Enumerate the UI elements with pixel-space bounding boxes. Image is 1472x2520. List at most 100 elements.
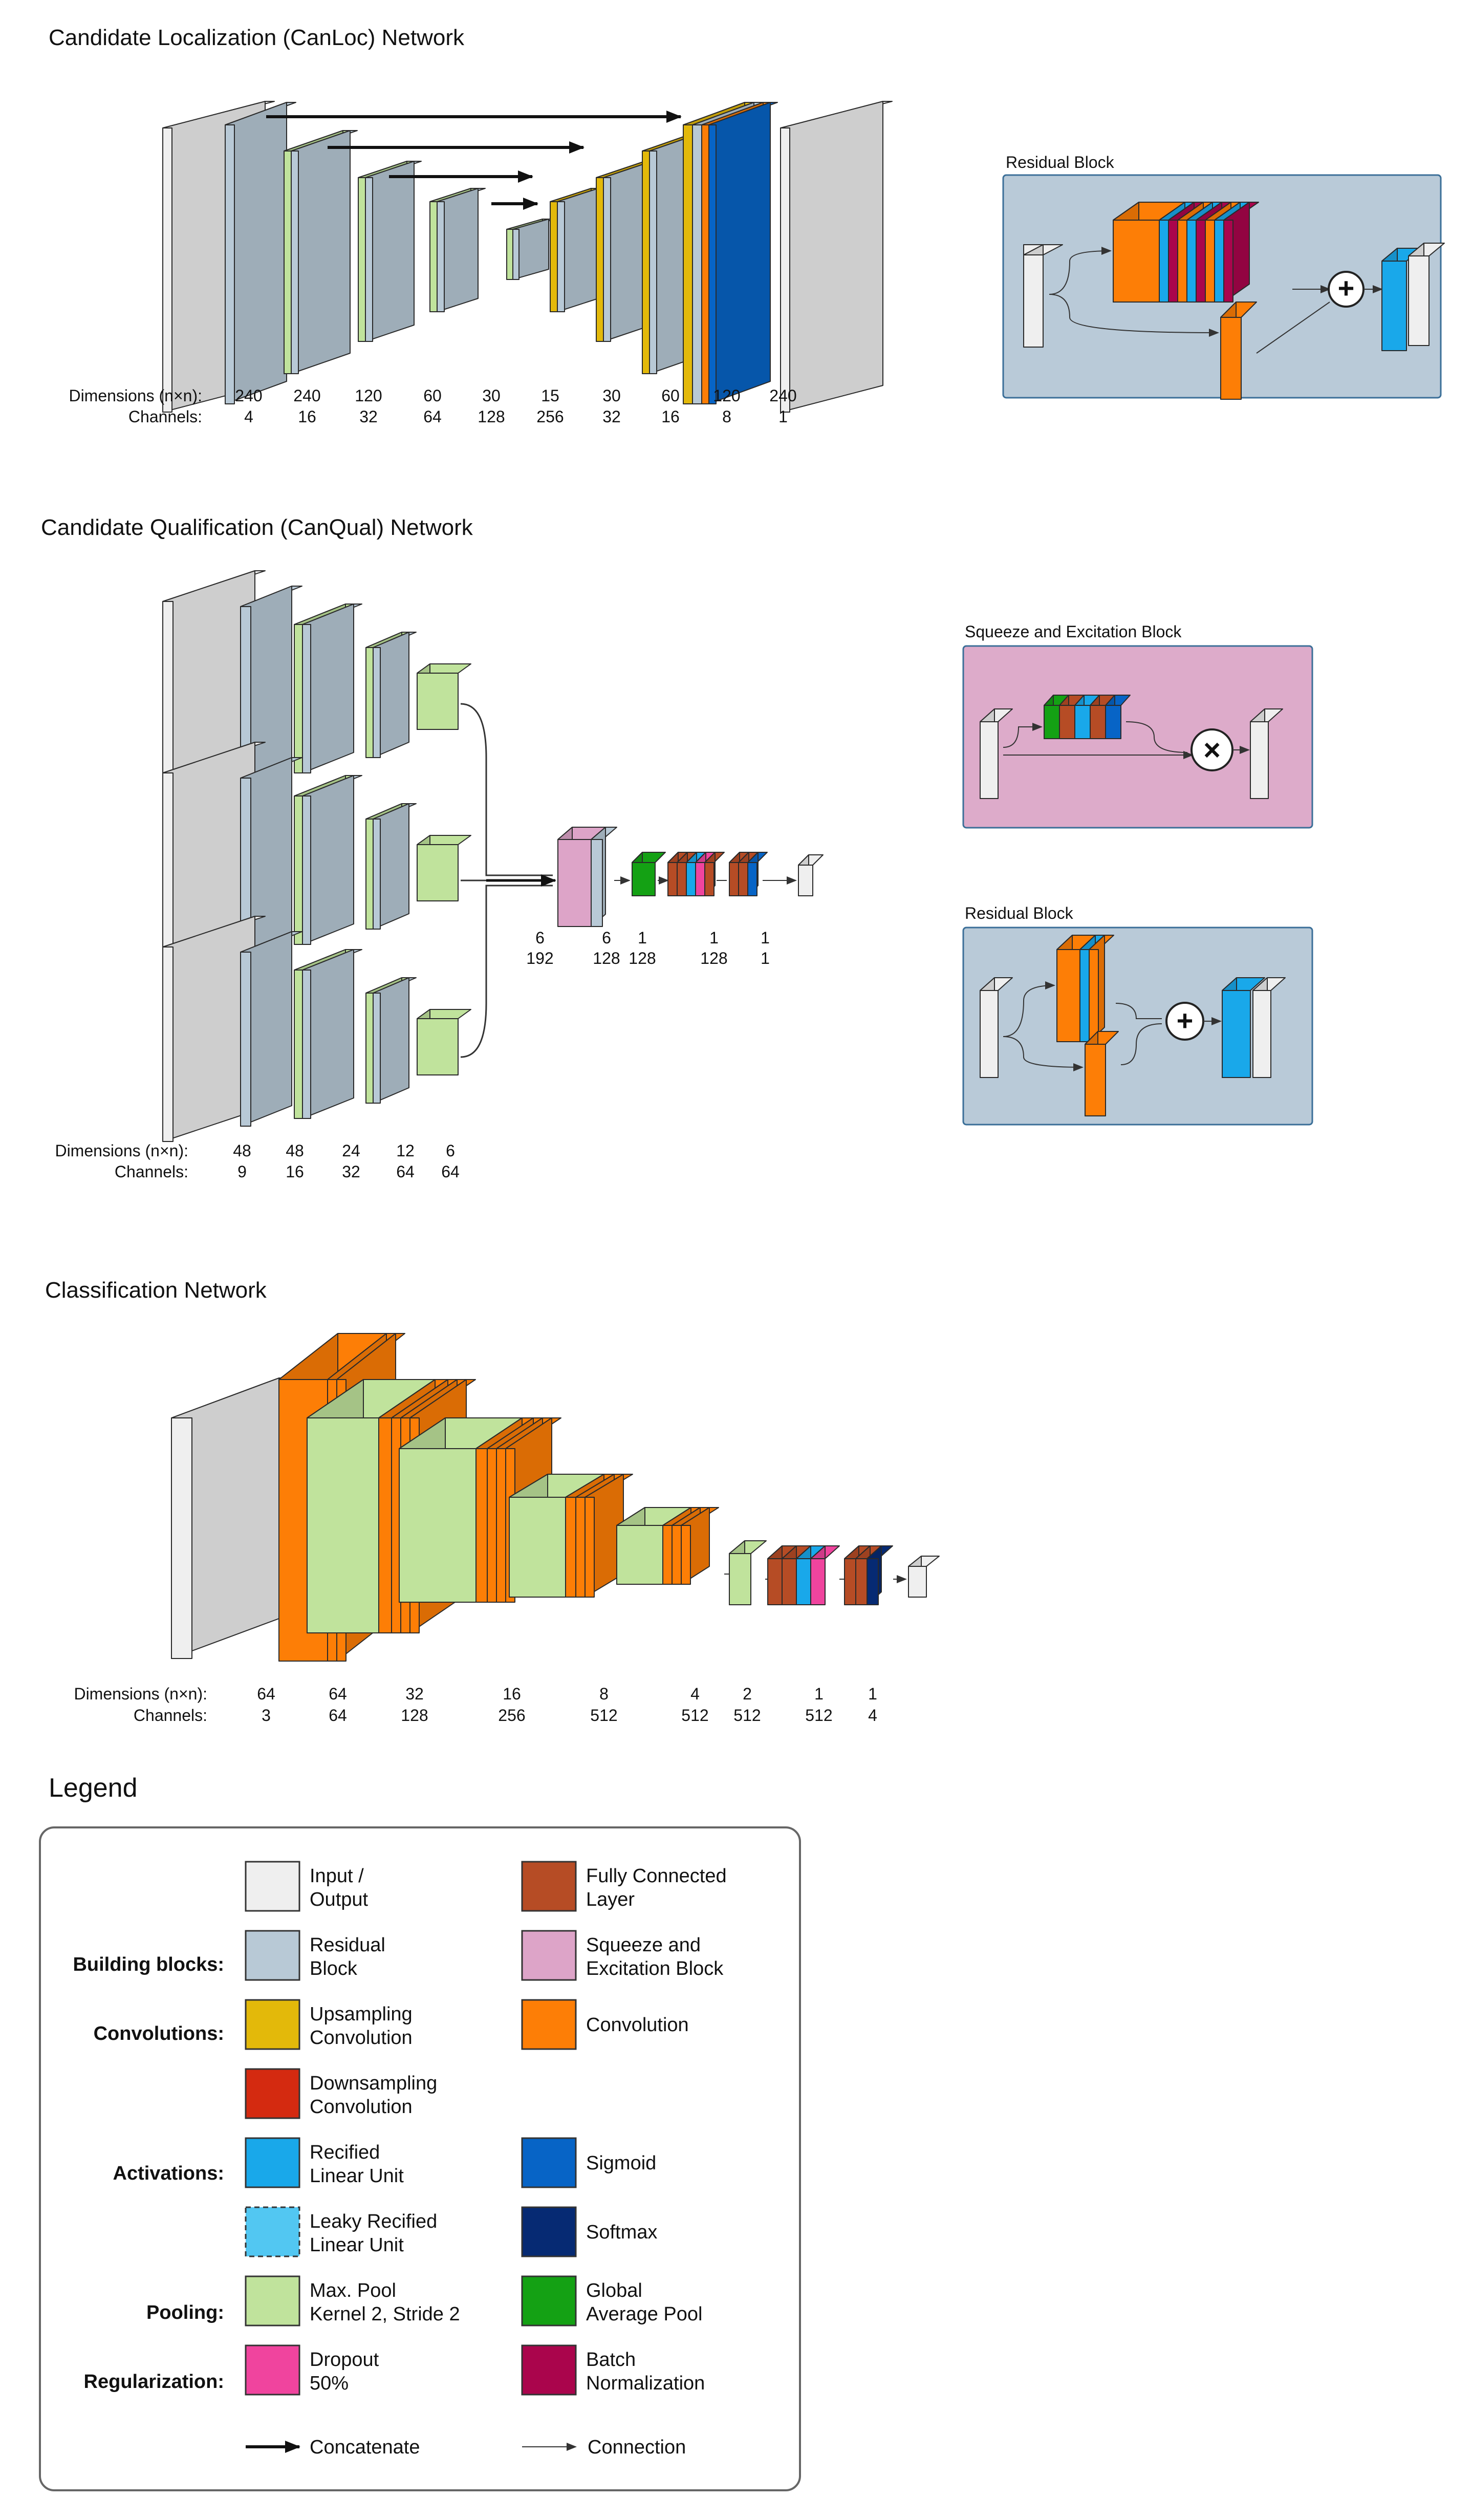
legend-label-leaky-relu: Leaky Recified — [310, 2211, 437, 2232]
canqual-head-channel-value: 192 — [526, 949, 553, 967]
canqual-branch-2-residual-1 — [302, 775, 362, 945]
canloc-channel-value: 16 — [661, 407, 680, 426]
canqual-channel-value: 32 — [342, 1162, 360, 1181]
canloc-dim-value: 30 — [602, 386, 621, 405]
res-main-conv-block — [1113, 202, 1185, 303]
canloc-residual-after-pool-2 — [365, 161, 422, 342]
legend-swatch-input-output — [245, 1861, 300, 1912]
se-output-block — [1250, 708, 1283, 799]
classif-channel-value: 256 — [498, 1706, 525, 1725]
se-block-diagram: × — [980, 695, 1283, 799]
cq-res-input-block — [980, 977, 1013, 1078]
cq-res-shortcut-path — [1003, 1036, 1084, 1071]
canqual-head-dim-value: 1 — [638, 929, 647, 947]
canqual-channel-value: 64 — [441, 1162, 460, 1181]
canloc-dim-value: 240 — [293, 386, 320, 405]
canloc-channel-value: 8 — [722, 407, 731, 426]
legend-label-batch-norm: Batch — [586, 2349, 636, 2371]
classif-dim-value: 64 — [329, 1685, 347, 1703]
classif-maxpool-block-2 — [307, 1379, 436, 1633]
legend-label-downsampling: Downsampling — [310, 2073, 437, 2094]
canqual-fc-stack-2-1 — [738, 852, 759, 896]
canloc-residual-title: Residual Block — [1006, 153, 1115, 171]
classif-maxpool-block-4 — [509, 1474, 604, 1598]
classif-dim-value: 1 — [868, 1685, 877, 1703]
se-top-path — [1003, 723, 1043, 748]
classif-dim-value: 2 — [743, 1685, 752, 1703]
se-layer-0 — [1044, 695, 1069, 739]
canloc-dim-value: 15 — [541, 386, 559, 405]
canloc-channel-value: 32 — [602, 407, 621, 426]
canloc-residual-after-pool-1 — [291, 130, 358, 374]
legend-label-convolution: Convolution — [586, 2014, 689, 2036]
canqual-fc-stack-1-0 — [667, 852, 688, 896]
legend-label-sigmoid: Sigmoid — [586, 2152, 656, 2174]
se-layer-2 — [1074, 695, 1100, 739]
legend-category-building: Building blocks: — [73, 1954, 224, 1975]
se-multiply-icon: × — [1190, 728, 1233, 771]
cq-res-main-path — [1003, 981, 1055, 1037]
classif-dim-value: 16 — [503, 1685, 521, 1703]
canloc-dim-value: 120 — [713, 386, 740, 405]
res-relu-block — [1381, 248, 1422, 351]
classif-fc-stack-1-1 — [782, 1545, 811, 1605]
canqual-channels-label: Channels: — [115, 1162, 188, 1181]
se-block-title: Squeeze and Excitation Block — [965, 622, 1182, 641]
legend-label-maxpool: Max. Pool — [310, 2280, 396, 2301]
canqual-branch-3-input — [162, 916, 266, 1142]
se-layer-3 — [1090, 695, 1115, 739]
canqual-branch-3-residual-2 — [373, 977, 417, 1104]
res-input-block-depth — [1023, 244, 1063, 348]
canqual-concat-path-3 — [460, 885, 553, 1058]
canloc-output-block — [780, 101, 893, 413]
canqual-output-block — [798, 854, 824, 896]
classif-channel-value: 64 — [329, 1706, 347, 1725]
canqual-global-pool — [632, 852, 666, 896]
canloc-dim-value: 60 — [423, 386, 442, 405]
canloc-channel-value: 64 — [423, 407, 442, 426]
canloc-dim-value: 60 — [661, 386, 680, 405]
res-shortcut-merge — [1256, 301, 1330, 354]
cq-res-add-symbol: + — [1177, 1004, 1194, 1037]
canqual-dim-value: 12 — [396, 1141, 415, 1160]
legend-category-activations: Activations: — [113, 2163, 224, 2184]
cq-res-shortcut-conv — [1085, 1031, 1119, 1116]
classif-output-block — [908, 1556, 940, 1598]
classif-dim-value: 64 — [257, 1685, 275, 1703]
classif-channel-value: 3 — [262, 1706, 271, 1725]
legend-label-squeeze-excitation: Squeeze and — [586, 1934, 701, 1956]
classification-layer-blocks — [171, 1333, 940, 1662]
legend-category-regularization: Regularization: — [84, 2371, 224, 2393]
classification-channels-label: Channels: — [134, 1706, 207, 1725]
legend-label-relu: Recified — [310, 2142, 380, 2163]
canqual-branch-1-residual-2 — [373, 632, 417, 758]
classif-channel-value: 128 — [401, 1706, 428, 1725]
legend-label-fully-connected-line2: Layer — [586, 1889, 635, 1910]
cq-res-merge-top — [1115, 1003, 1162, 1019]
legend-label-leaky-relu-line2: Linear Unit — [310, 2234, 404, 2256]
canqual-branch-3-residual — [240, 931, 302, 1127]
legend-swatch-upsampling — [245, 1999, 300, 2050]
canqual-dim-value: 48 — [233, 1141, 251, 1160]
canloc-channel-value: 32 — [359, 407, 378, 426]
canloc-residual-after-up-1 — [557, 188, 606, 312]
res-shortcut-conv-block — [1220, 301, 1257, 400]
legend-swatch-batch-norm — [521, 2344, 577, 2396]
canqual-title: Candidate Qualification (CanQual) Networ… — [41, 515, 473, 540]
legend: Building blocks: Convolutions: Activatio… — [39, 1826, 801, 2491]
legend-label-concatenate: Concatenate — [310, 2437, 420, 2458]
classif-fc-stack-1-3 — [810, 1545, 840, 1605]
legend-label-residual: Residual — [310, 1934, 385, 1956]
canqual-branch-1-maxpool-3 — [417, 663, 471, 730]
se-layer-1 — [1059, 695, 1085, 739]
classif-maxpool-block-3 — [399, 1417, 523, 1603]
legend-swatch-downsampling — [245, 2068, 300, 2119]
legend-label-upsampling: Upsampling — [310, 2004, 413, 2025]
legend-label-connection: Connection — [588, 2437, 686, 2458]
legend-label-downsampling-line2: Convolution — [310, 2096, 413, 2118]
legend-label-dropout: Dropout — [310, 2349, 379, 2371]
legend-category-convolutions: Convolutions: — [94, 2023, 224, 2044]
